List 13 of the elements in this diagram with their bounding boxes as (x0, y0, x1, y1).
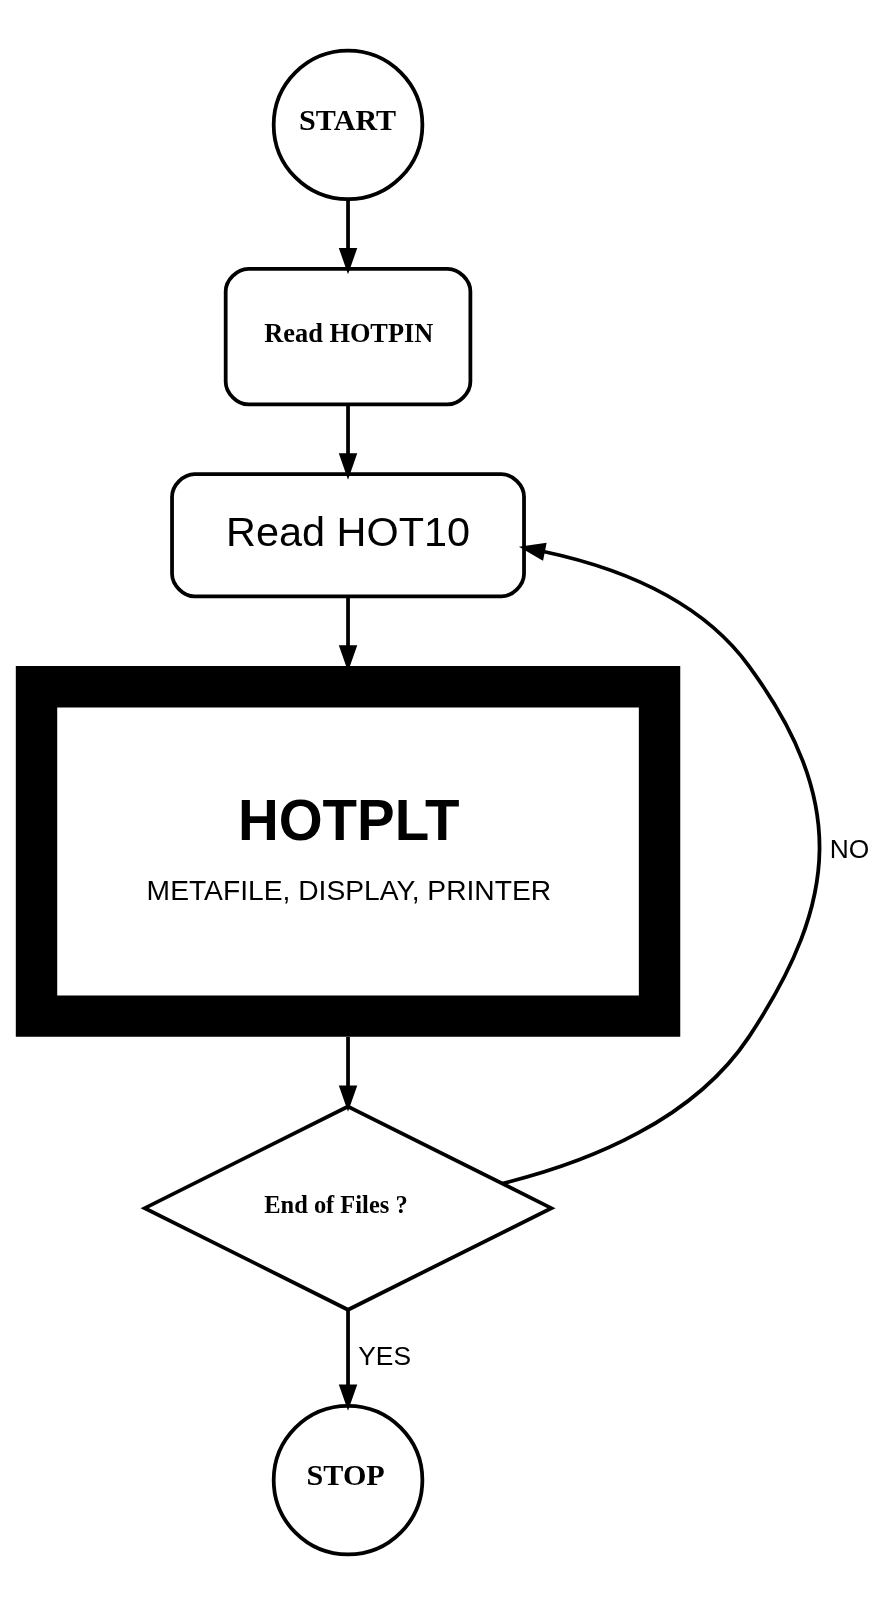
node-box: Read HOTPIN (223, 267, 473, 407)
arrow (501, 542, 822, 1186)
arrow (338, 199, 358, 275)
node-diamond: End of Files ? (140, 1104, 556, 1312)
arrow (338, 404, 358, 480)
arrow (338, 1309, 358, 1411)
edge-label: YES (358, 1340, 411, 1371)
edge-label: NO (829, 834, 870, 865)
node-circle: START (271, 48, 425, 202)
arrow (338, 1037, 358, 1112)
node-circle: STOP (271, 1403, 425, 1557)
node-box: HOTPLT METAFILE, DISPLAY, PRINTER (15, 666, 681, 1037)
node-box: Read HOT10 (170, 472, 526, 599)
